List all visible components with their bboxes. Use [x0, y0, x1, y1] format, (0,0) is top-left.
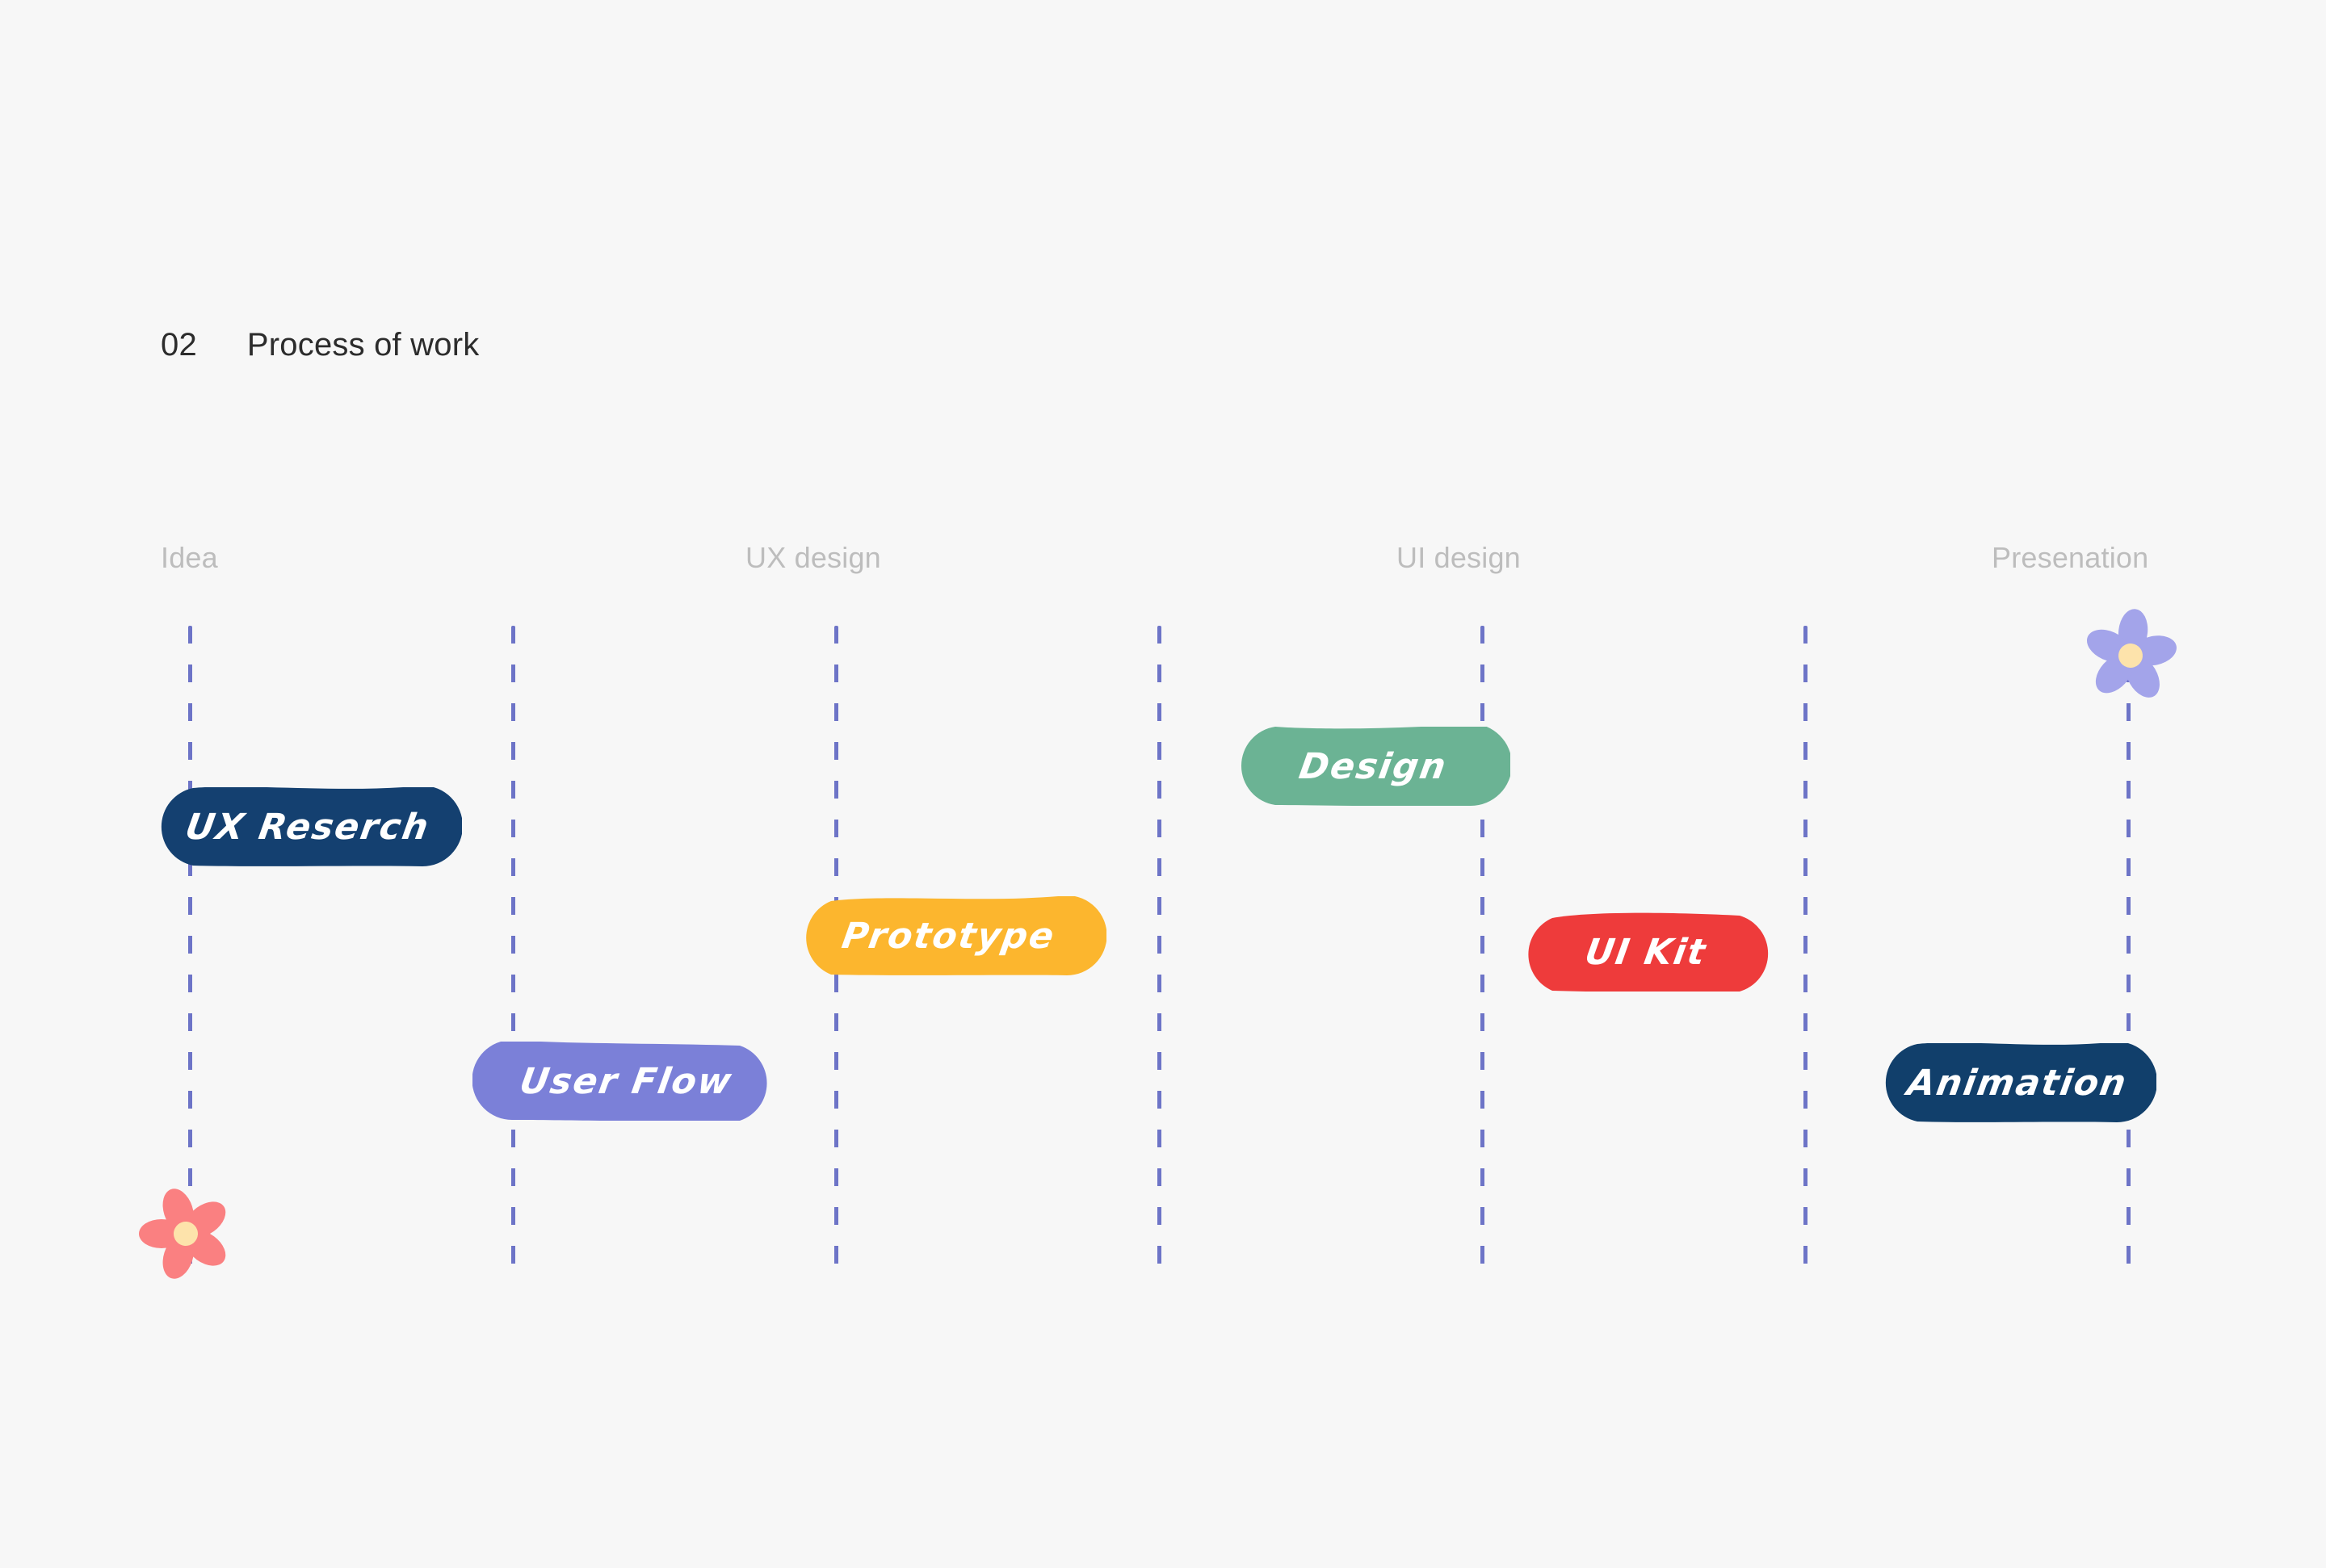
stage-label-idea: Idea [161, 541, 218, 574]
task-pill-ui-kit[interactable]: UI Kit [1513, 912, 1779, 992]
guide-line-2 [511, 626, 515, 1276]
guide-line-6 [1803, 626, 1807, 1276]
stage-label-ux-design: UX design [745, 541, 881, 574]
guide-line-5 [1480, 626, 1484, 1276]
task-pill-label: Design [1295, 745, 1451, 787]
task-pill-design[interactable]: Design [1236, 727, 1510, 806]
section-title: Process of work [246, 327, 480, 363]
task-pill-label: User Flow [516, 1060, 736, 1102]
task-pill-prototype[interactable]: Prototype [791, 896, 1106, 975]
page-title: 02 Process of work [161, 327, 479, 363]
guide-line-4 [1157, 626, 1161, 1276]
guide-line-1 [188, 626, 192, 1276]
section-number: 02 [161, 327, 197, 363]
task-pill-label: UI Kit [1582, 931, 1710, 973]
task-pill-animation[interactable]: Animation [1878, 1043, 2156, 1122]
task-pill-label: Animation [1904, 1062, 2131, 1104]
stage-label-ui-design: UI design [1396, 541, 1521, 574]
flower-purple-icon [2077, 602, 2184, 709]
guide-line-7 [2127, 626, 2131, 1276]
task-pill-label: Prototype [839, 915, 1059, 957]
task-pill-ux-reserch[interactable]: UX Reserch [153, 787, 462, 866]
stage-label-presenation: Presenation [1992, 541, 2149, 574]
task-pill-user-flow[interactable]: User Flow [472, 1042, 779, 1121]
task-pill-label: UX Reserch [183, 806, 433, 848]
flower-pink-icon [124, 1172, 246, 1294]
